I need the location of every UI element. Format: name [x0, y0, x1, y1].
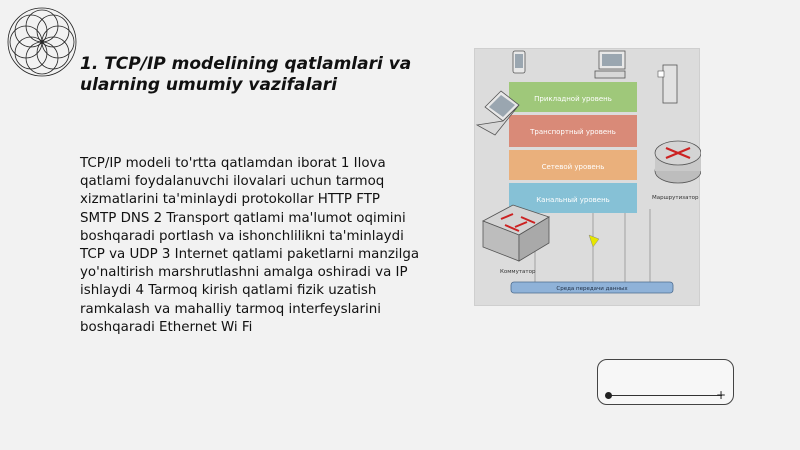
- switch-icon: [482, 204, 550, 262]
- layer-label-application: Прикладной уровень: [534, 95, 612, 103]
- slide-title: 1. TCP/IP modelining qatlamlari va ularn…: [80, 54, 412, 95]
- slide-body-text: TCP/IP modeli to'rtta qatlamdan iborat 1…: [80, 156, 420, 335]
- layer-band-transport: [509, 115, 637, 147]
- tcpip-layers-diagram: Прикладной уровень Транспортный уровень …: [474, 48, 701, 306]
- layer-band-network: [509, 150, 637, 180]
- tower-computer-icon: [657, 64, 678, 104]
- layer-band-application: [509, 82, 637, 112]
- data-bus: [510, 281, 674, 294]
- layer-label-transport: Транспортный уровень: [529, 128, 616, 136]
- slider-start-knob[interactable]: [605, 392, 612, 399]
- desktop-computer-icon: [594, 50, 626, 79]
- router-label: Маршрутизатор: [652, 195, 699, 201]
- switch-label: Коммутатор: [500, 269, 536, 275]
- data-bus-label: Среда передачи данных: [556, 286, 628, 292]
- slider-widget[interactable]: +: [597, 359, 734, 405]
- plus-icon[interactable]: +: [716, 388, 727, 402]
- router-icon: [654, 140, 701, 184]
- layer-label-network: Сетевой уровень: [542, 163, 605, 171]
- laptop-icon: [475, 90, 520, 136]
- signal-flag-icon: [588, 234, 600, 248]
- ring-logo-icon: [7, 7, 77, 77]
- slider-track[interactable]: [608, 395, 722, 396]
- layer-label-datalink: Канальный уровень: [536, 196, 610, 204]
- layer-band-datalink: [509, 183, 637, 213]
- phone-icon: [512, 50, 526, 74]
